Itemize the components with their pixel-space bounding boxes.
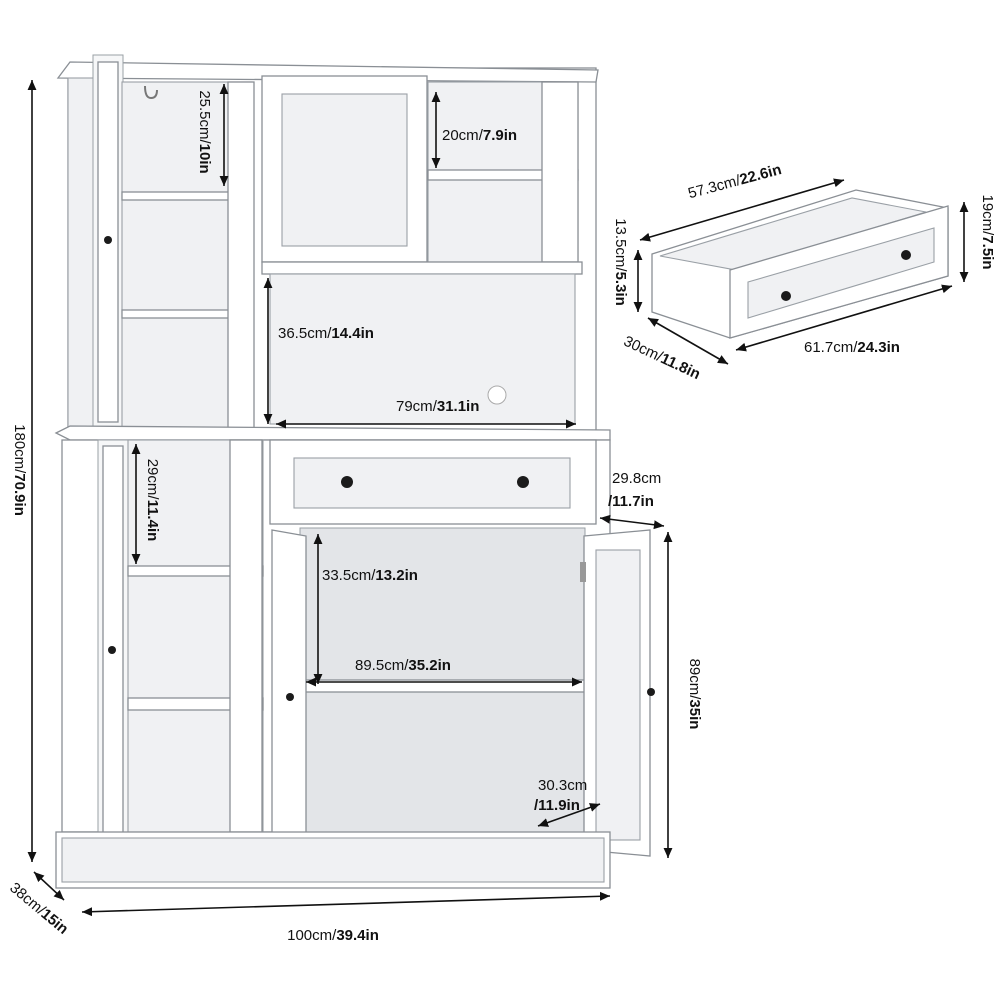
base-cabinet-depth-imperial: /11.7in xyxy=(608,493,654,510)
top-left-shelf-label: 25.5cm/10in xyxy=(196,90,213,173)
drawer-inner-height-label: 13.5cm/5.3in xyxy=(612,218,629,306)
drawer-depth-label: 30cm/11.8in xyxy=(621,333,703,383)
drawer-inner-width-label: 57.3cm/22.6in xyxy=(686,161,783,202)
base-cabinet-depth-metric: 29.8cm xyxy=(612,470,661,487)
cabinet-illustration xyxy=(54,54,655,889)
overall-width-label: 100cm/39.4in xyxy=(287,927,379,944)
base-shelf-label: 33.5cm/13.2in xyxy=(322,567,418,584)
overall-height-label: 180cm/70.9in xyxy=(11,424,28,516)
lower-left-shelf-label: 29cm/11.4in xyxy=(144,459,161,542)
drawer-outer-width-label: 61.7cm/24.3in xyxy=(804,339,900,356)
microwave-width-label: 79cm/31.1in xyxy=(396,398,479,415)
microwave-height-label: 36.5cm/14.4in xyxy=(278,325,374,342)
base-width-label: 89.5cm/35.2in xyxy=(355,657,451,674)
base-height-label: 89cm/35in xyxy=(686,659,703,730)
inner-depth-metric: 30.3cm xyxy=(538,777,587,794)
dimension-arrows xyxy=(27,80,969,917)
top-right-shelf-label: 20cm/7.9in xyxy=(442,127,517,144)
inner-depth-imperial: /11.9in xyxy=(534,797,580,814)
drawer-front-height-label: 19cm/7.5in xyxy=(979,194,996,269)
drawer-illustration xyxy=(651,189,949,339)
